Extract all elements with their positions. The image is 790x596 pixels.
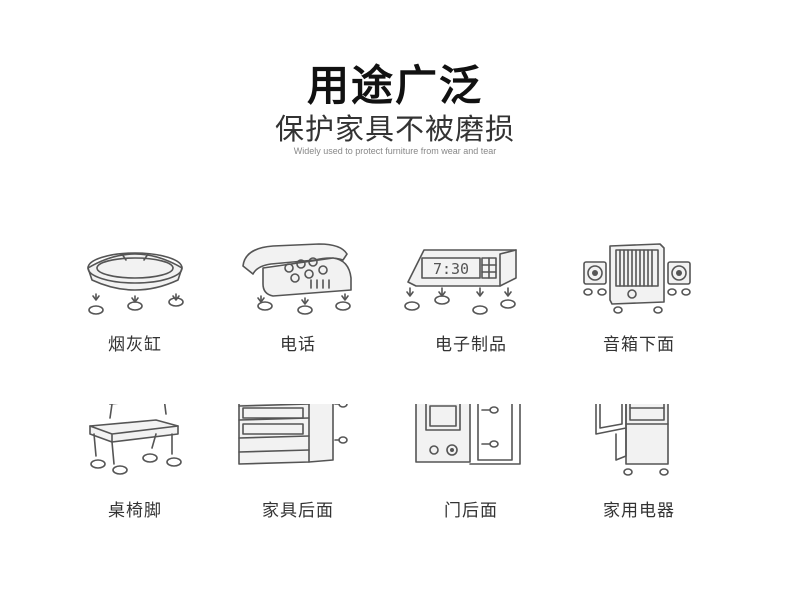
stool-icon <box>60 404 210 504</box>
usage-item-ashtray: 烟灰缸 <box>60 238 210 368</box>
speaker-icon <box>564 238 714 338</box>
usage-label: 家用电器 <box>603 501 675 521</box>
usage-item-stool: 桌椅脚 <box>60 404 210 534</box>
usage-item-speaker: 音箱下面 <box>564 238 714 368</box>
page-title: 用途广泛 <box>306 61 483 110</box>
usage-item-door: 门后面 <box>396 404 546 534</box>
usage-label: 门后面 <box>444 501 498 521</box>
page-subtitle: 保护家具不被磨损 <box>274 112 515 146</box>
usage-label: 烟灰缸 <box>108 335 162 355</box>
door-icon <box>396 404 546 504</box>
ashtray-icon <box>60 238 210 338</box>
usage-item-electronics: 7:30 电子制品 <box>396 238 546 368</box>
page-caption: Widely used to protect furniture from we… <box>293 146 497 156</box>
usage-label: 桌椅脚 <box>108 501 162 521</box>
appliance-icon <box>564 404 714 504</box>
usage-item-cabinet: 家具后面 <box>223 404 373 534</box>
electronic-clock-icon: 7:30 <box>396 238 546 338</box>
usage-label: 家具后面 <box>262 501 334 521</box>
usage-item-appliance: 家用电器 <box>564 404 714 534</box>
usage-label: 音箱下面 <box>603 335 675 355</box>
usage-label: 电子制品 <box>435 335 507 355</box>
telephone-icon <box>223 238 373 338</box>
cabinet-icon <box>223 404 373 504</box>
usage-item-telephone: 电话 <box>223 238 373 368</box>
usage-label: 电话 <box>280 335 316 355</box>
clock-display: 7:30 <box>433 260 469 278</box>
